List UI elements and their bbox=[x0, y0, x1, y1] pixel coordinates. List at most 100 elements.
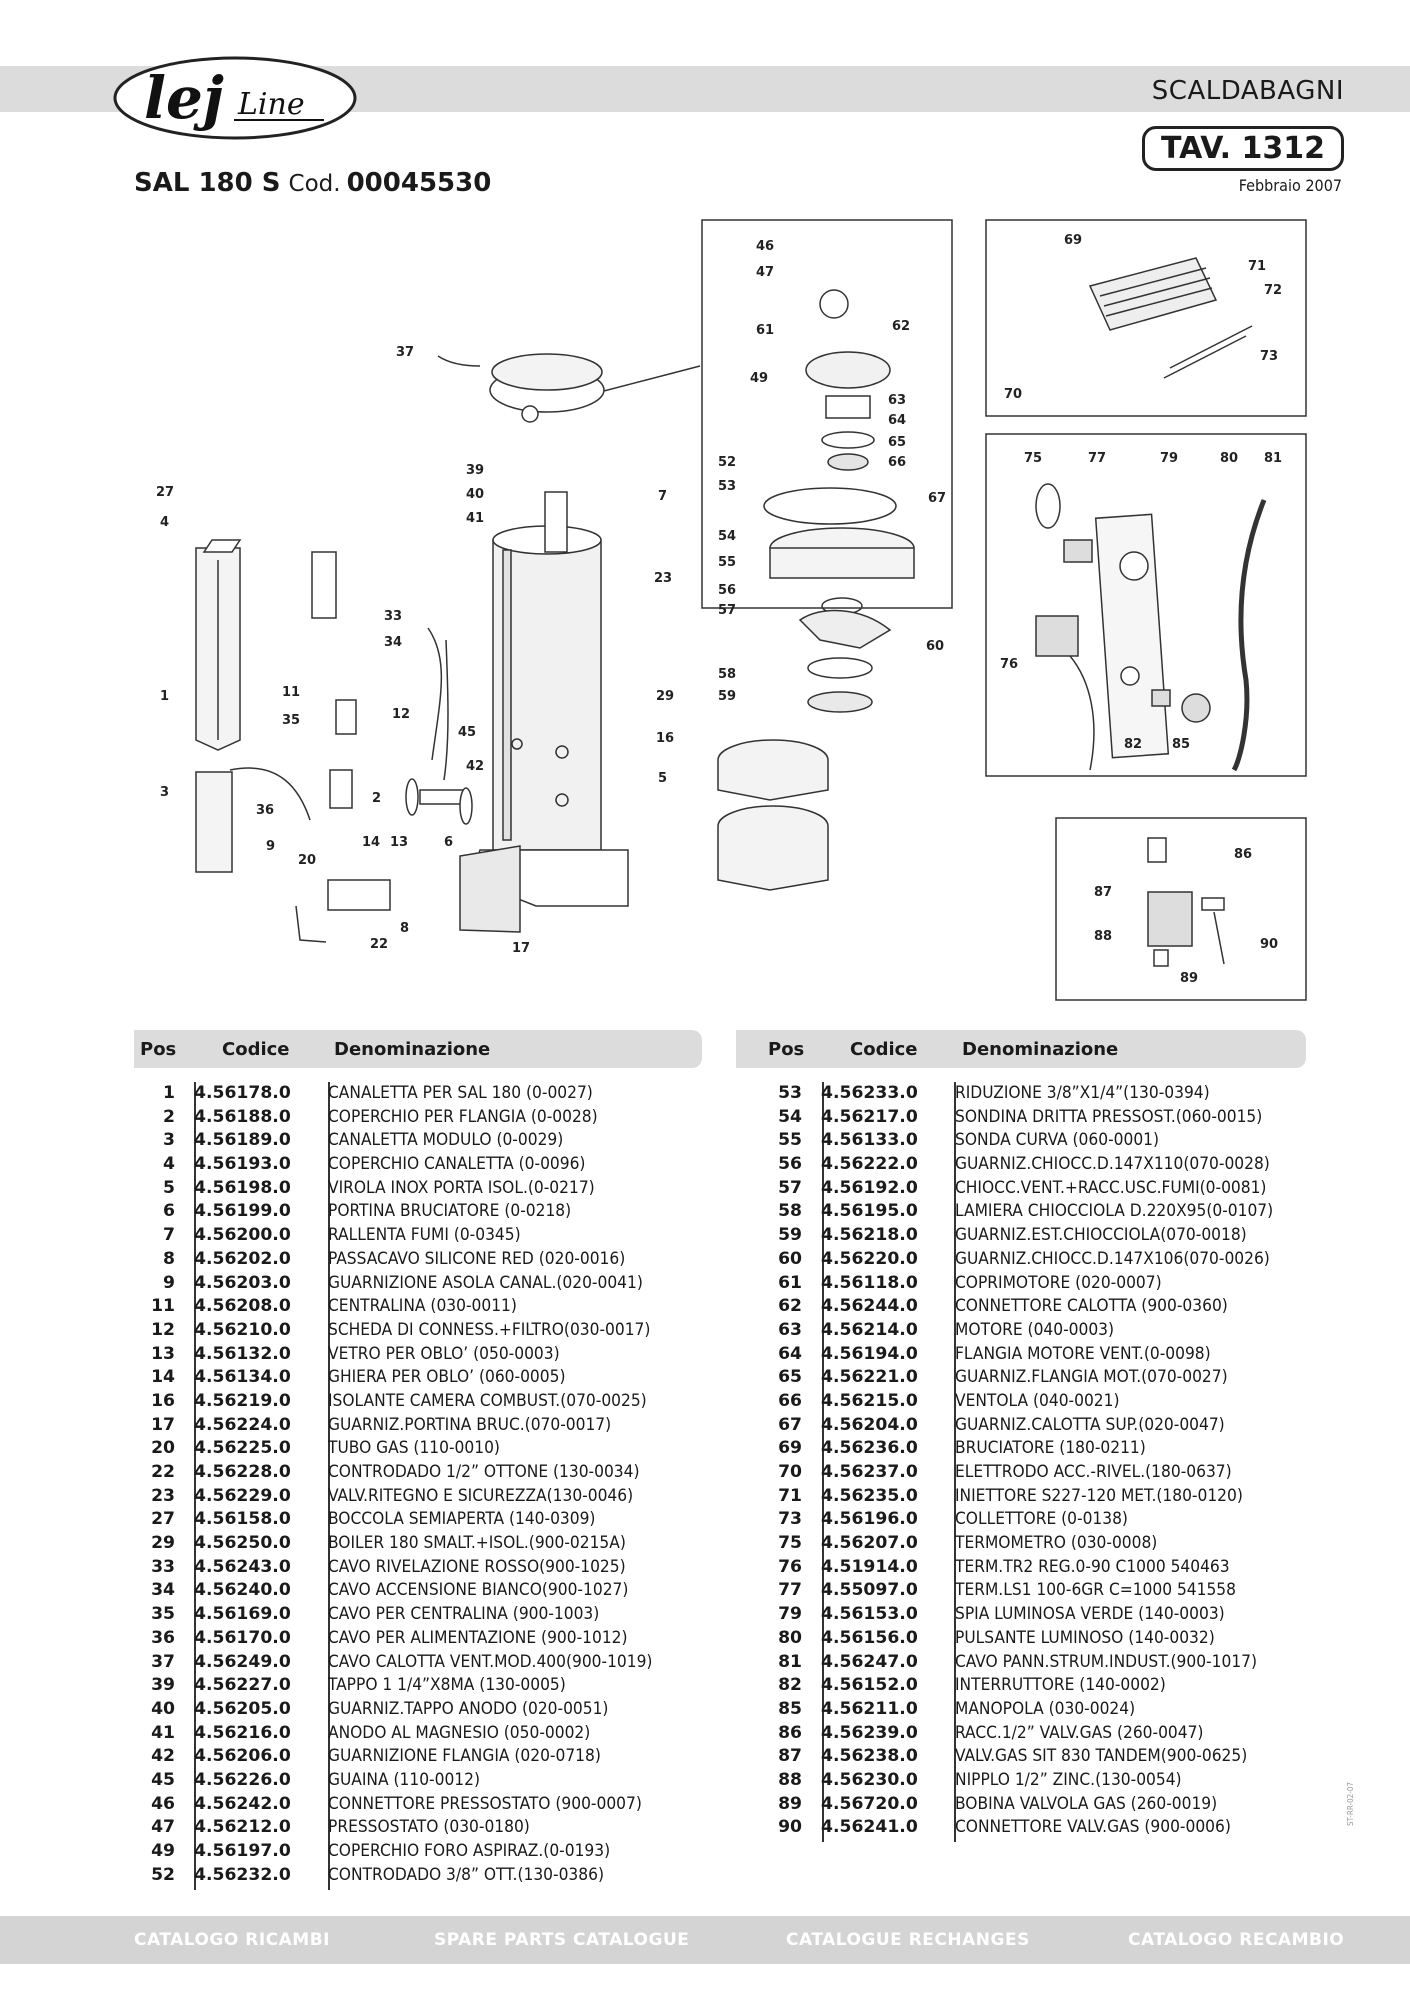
part-name: VALV.GAS SIT 830 TANDEM(900-0625) bbox=[955, 1746, 1248, 1767]
part-name: PASSACAVO SILICONE RED (020-0016) bbox=[328, 1248, 626, 1269]
part-pos: 66 bbox=[778, 1390, 802, 1411]
part-name: RACC.1/2” VALV.GAS (260-0047) bbox=[955, 1722, 1204, 1743]
part-pos: 14 bbox=[151, 1367, 175, 1388]
callout-57: 57 bbox=[718, 603, 736, 618]
callout-3: 3 bbox=[160, 785, 169, 800]
callout-60: 60 bbox=[926, 639, 944, 654]
callout-58: 58 bbox=[718, 667, 736, 682]
part-code: 4.56194.0 bbox=[821, 1343, 918, 1364]
part-code: 4.56220.0 bbox=[821, 1248, 918, 1269]
callout-2: 2 bbox=[372, 791, 381, 806]
callout-59: 59 bbox=[718, 689, 736, 704]
callout-22: 22 bbox=[370, 937, 388, 952]
part-code: 4.56206.0 bbox=[194, 1746, 291, 1767]
callout-41: 41 bbox=[466, 511, 484, 526]
callout-36: 36 bbox=[256, 803, 274, 818]
callout-55: 55 bbox=[718, 555, 736, 570]
column-divider bbox=[822, 1082, 824, 1842]
callout-37: 37 bbox=[396, 345, 414, 360]
part-name: TAPPO 1 1/4”X8MA (130-0005) bbox=[328, 1675, 566, 1696]
part-pos: 77 bbox=[778, 1580, 802, 1601]
callout-8: 8 bbox=[400, 921, 409, 936]
part-name: BOILER 180 SMALT.+ISOL.(900-0215A) bbox=[328, 1533, 626, 1554]
part-code: 4.56170.0 bbox=[194, 1627, 291, 1648]
part-name: BRUCIATORE (180-0211) bbox=[955, 1438, 1146, 1459]
part-code: 4.56238.0 bbox=[821, 1746, 918, 1767]
part-code: 4.56178.0 bbox=[194, 1083, 291, 1103]
callout-88: 88 bbox=[1094, 929, 1112, 944]
part-code: 4.56218.0 bbox=[821, 1225, 918, 1246]
part-pos: 76 bbox=[778, 1556, 802, 1577]
callout-77: 77 bbox=[1088, 451, 1106, 466]
part-code: 4.56198.0 bbox=[194, 1177, 291, 1198]
callout-45: 45 bbox=[458, 725, 476, 740]
part-code: 4.56133.0 bbox=[821, 1130, 918, 1151]
part-code: 4.56247.0 bbox=[821, 1651, 918, 1672]
part-pos: 41 bbox=[151, 1722, 175, 1743]
callout-54: 54 bbox=[718, 529, 736, 544]
part-name: RIDUZIONE 3/8”X1/4”(130-0394) bbox=[955, 1083, 1210, 1103]
part-pos: 64 bbox=[778, 1343, 802, 1364]
part-name: FLANGIA MOTORE VENT.(0-0098) bbox=[955, 1343, 1211, 1364]
part-name: GHIERA PER OBLO’ (060-0005) bbox=[328, 1367, 566, 1388]
part-code: 4.56197.0 bbox=[194, 1841, 291, 1861]
part-pos: 45 bbox=[151, 1769, 175, 1790]
part-code: 4.56199.0 bbox=[194, 1201, 291, 1222]
part-pos: 57 bbox=[778, 1177, 802, 1198]
part-name: GUARNIZ.CHIOCC.D.147X110(070-0028) bbox=[955, 1154, 1270, 1175]
callout-79: 79 bbox=[1160, 451, 1178, 466]
callout-75: 75 bbox=[1024, 451, 1042, 466]
side-code: ST-RR-02-07 bbox=[1346, 1781, 1355, 1826]
callout-66: 66 bbox=[888, 455, 906, 470]
part-code: 4.56215.0 bbox=[821, 1390, 918, 1411]
column-divider bbox=[194, 1082, 196, 1890]
part-pos: 65 bbox=[778, 1367, 802, 1388]
part-pos: 67 bbox=[778, 1414, 802, 1435]
part-code: 4.56232.0 bbox=[194, 1864, 291, 1885]
part-pos: 58 bbox=[778, 1201, 802, 1222]
part-code: 4.56132.0 bbox=[194, 1343, 291, 1364]
part-name: VIROLA INOX PORTA ISOL.(0-0217) bbox=[328, 1177, 595, 1198]
part-name: GUARNIZ.CALOTTA SUP.(020-0047) bbox=[955, 1414, 1225, 1435]
callout-49: 49 bbox=[750, 371, 768, 386]
callout-46: 46 bbox=[756, 239, 774, 254]
callout-1: 1 bbox=[160, 689, 169, 704]
part-name: CENTRALINA (030-0011) bbox=[328, 1296, 517, 1317]
part-pos: 39 bbox=[151, 1675, 175, 1696]
part-name: CANALETTA MODULO (0-0029) bbox=[328, 1130, 564, 1151]
part-name: COPERCHIO PER FLANGIA (0-0028) bbox=[328, 1106, 598, 1127]
part-pos: 70 bbox=[778, 1462, 802, 1482]
footer-band: CATALOGO RICAMBI SPARE PARTS CATALOGUE C… bbox=[0, 1916, 1410, 1964]
part-code: 4.56196.0 bbox=[821, 1509, 918, 1530]
part-code: 4.56204.0 bbox=[821, 1414, 918, 1435]
footer-label: CATALOGUE RECHANGES bbox=[786, 1930, 1030, 1950]
callout-63: 63 bbox=[888, 393, 906, 408]
part-code: 4.56192.0 bbox=[821, 1177, 918, 1198]
model-name: SAL 180 S bbox=[134, 168, 281, 198]
part-name: GUARNIZ.PORTINA BRUC.(070-0017) bbox=[328, 1414, 612, 1435]
part-pos: 4 bbox=[163, 1154, 175, 1175]
part-code: 4.56203.0 bbox=[194, 1272, 291, 1293]
